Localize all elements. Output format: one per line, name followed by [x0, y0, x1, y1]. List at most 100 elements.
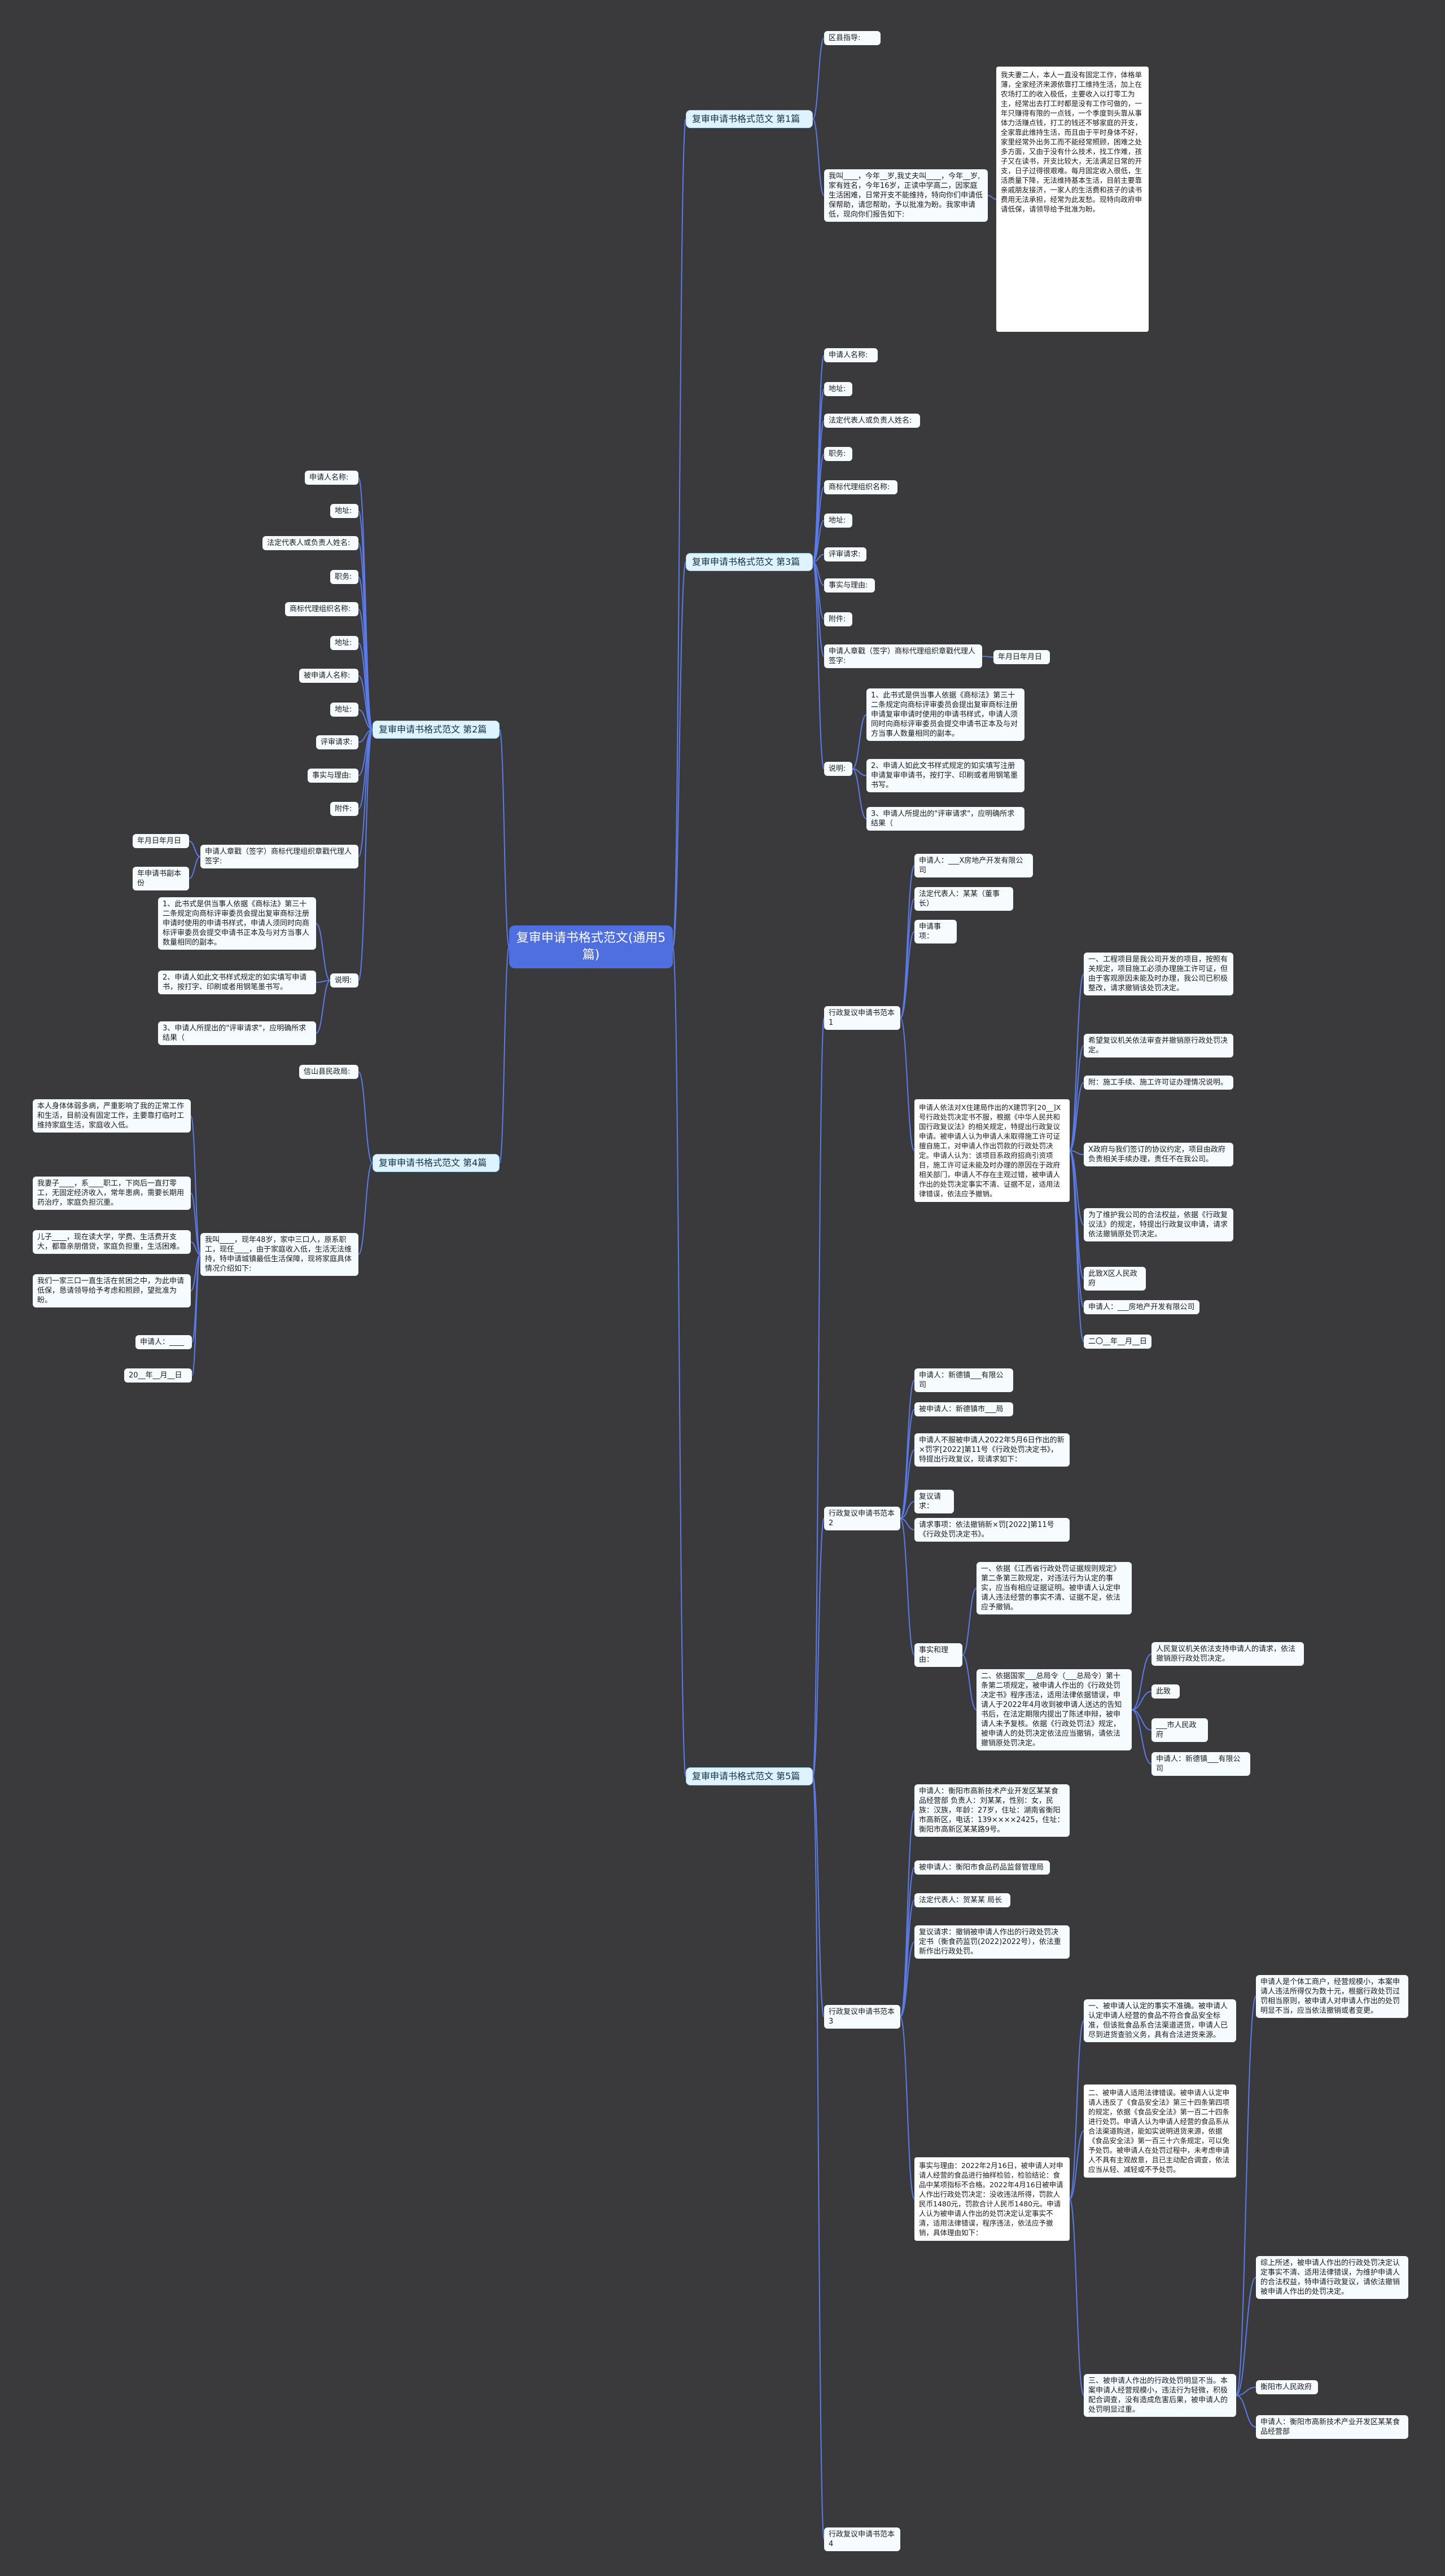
p3-note[interactable]: 3、申请人所提出的"评审请求"，应明确所求结果（: [866, 807, 1024, 831]
p3-item[interactable]: 申请人名称:: [824, 348, 878, 362]
d3-point-sub[interactable]: 综上所述，被申请人作出的行政处罚决定认定事实不清、适用法律错误，为维护申请人的合…: [1256, 2256, 1408, 2299]
branch-p1[interactable]: 复审申请书格式范文 第1篇: [686, 110, 813, 128]
p3-item[interactable]: 附件:: [824, 612, 852, 626]
d2-reason[interactable]: 二、依据国家___总局令（___总局令）第十条第二项规定，被申请人作出的《行政处…: [977, 1669, 1132, 1750]
p3-date[interactable]: 年月日年月日: [993, 650, 1050, 664]
d1-sign[interactable]: 申请人：___房地产开发有限公司: [1084, 1300, 1199, 1314]
d1-req-item[interactable]: 为了维护我公司的合法权益，依据《行政复议法》的规定，特提出行政复议申请，请求依法…: [1084, 1208, 1233, 1241]
p2-note[interactable]: 1、此书式是供当事人依据《商标法》第三十二条规定向商标评审委员会提出复审商标注册…: [158, 897, 316, 950]
p4-para[interactable]: 我们一家三口一直生活在贫困之中，为此申请低保，恳请领导给予考虑和照顾，望批准为盼…: [33, 1274, 191, 1307]
d3-point[interactable]: 三、被申请人作出的行政处罚明显不当。本案申请人经营规模小，违法行为轻微，积极配合…: [1084, 2374, 1236, 2417]
p2-item[interactable]: 地址:: [330, 636, 358, 650]
d3-point-sub[interactable]: 申请人是个体工商户，经营规模小，本案申请人违法所得仅为数十元，根据行政处罚过罚相…: [1256, 1975, 1408, 2018]
p4-intro[interactable]: 我叫____，现年48岁，家中三口人，原系职工，现任____，由于家庭收入低，生…: [200, 1233, 358, 1276]
p2-item[interactable]: 申请人名称:: [305, 471, 358, 485]
p3-item[interactable]: 评审请求:: [824, 547, 866, 561]
p3-note[interactable]: 2、申请人如此文书样式规定的如实填写注册申请复审申请书，按打字、印刷或者用钢笔墨…: [866, 759, 1024, 792]
d3-point[interactable]: 一、被申请人认定的事实不准确。被申请人认定申请人经营的食品不符合食品安全标准，但…: [1084, 1999, 1236, 2042]
p2-date[interactable]: 年月日年月日: [133, 834, 189, 848]
d2-title[interactable]: 行政复议申请书范本2: [824, 1507, 900, 1530]
d3-facts[interactable]: 事实与理由：2022年2月16日，被申请人对申请人经营的食品进行抽样检验，检验结…: [914, 2157, 1070, 2241]
connector-line: [900, 1380, 915, 1519]
connector-line: [900, 1518, 915, 1530]
connector-line: [900, 1449, 915, 1519]
d1-applicant[interactable]: 申请人：___X房地产开发有限公司: [914, 854, 1033, 877]
d3-req[interactable]: 复议请求：撤销被申请人作出的行政处罚决定书（衡食药监罚(2022)2022号），…: [914, 1925, 1070, 1959]
d2-sub[interactable]: 申请人：新德镇___有限公司: [1151, 1752, 1250, 1776]
connector-line: [812, 1776, 825, 2017]
p2-date[interactable]: 年申请书副本份: [133, 867, 189, 890]
d3-point[interactable]: 二、被申请人适用法律错误。被申请人认定申请人违反了《食品安全法》第三十四条第四项…: [1084, 2085, 1236, 2178]
d3-applicant[interactable]: 申请人：衡阳市高新技术产业开发区某某食品经营部 负责人：刘某某，性别：女，民族：…: [914, 1784, 1070, 1837]
connector-line: [1236, 2277, 1256, 2396]
p2-item[interactable]: 职务:: [330, 570, 358, 584]
p2-item[interactable]: 被申请人名称:: [299, 669, 358, 683]
connector-line: [812, 1776, 825, 2540]
connector-line: [358, 729, 373, 857]
branch-p2[interactable]: 复审申请书格式范文 第2篇: [373, 721, 500, 739]
p4-para[interactable]: 本人身体体弱多病，严重影响了我的正常工作和生活，目前没有固定工作，主要靠打临时工…: [33, 1099, 191, 1133]
d2-req[interactable]: 请求事项：依法撤销新×罚[2022]第11号《行政处罚决定书》。: [914, 1518, 1070, 1542]
d2-applicant[interactable]: 申请人：新德镇___有限公司: [914, 1368, 1013, 1392]
p2-note[interactable]: 3、申请人所提出的"评审请求"，应明确所求结果（: [158, 1021, 316, 1045]
d2-reason[interactable]: 一、依据《江西省行政处罚证据规则规定》第二条第三款规定，对违法行为认定的事实，应…: [977, 1562, 1132, 1614]
branch-p4[interactable]: 复审申请书格式范文 第4篇: [373, 1154, 500, 1172]
p4-para[interactable]: 我妻子____，系____职工，下岗后一直打零工，无固定经济收入，常年患病，需要…: [33, 1177, 191, 1210]
d3-rep[interactable]: 法定代表人：贺某某 局长: [914, 1893, 1010, 1907]
p3-item[interactable]: 地址:: [824, 382, 852, 396]
p2-item[interactable]: 法定代表人或负责人姓名:: [262, 536, 358, 550]
p3-item[interactable]: 法定代表人或负责人姓名:: [824, 414, 920, 428]
p3-item[interactable]: 职务:: [824, 447, 852, 461]
connector-line: [900, 931, 915, 1019]
p4-sign[interactable]: 申请人：____: [135, 1335, 192, 1349]
d1-title[interactable]: 行政复议申请书范本1: [824, 1006, 900, 1030]
d3-to[interactable]: 衡阳市人民政府: [1256, 2380, 1318, 2394]
p2-item[interactable]: 地址:: [330, 703, 358, 717]
p3-item[interactable]: 商标代理组织名称:: [824, 480, 897, 494]
d1-req-item[interactable]: 希望复议机关依法审查并撤销原行政处罚决定。: [1084, 1034, 1233, 1057]
root-topic[interactable]: 复审申请书格式范文(通用5篇): [509, 925, 673, 968]
d1-rep[interactable]: 法定代表人：某某（董事长）: [914, 887, 1013, 911]
p2-note-label[interactable]: 说明:: [330, 973, 358, 988]
p3-sign[interactable]: 申请人章戳（签字）商标代理组织章戳代理人签字:: [824, 644, 982, 668]
d2-ask[interactable]: 申请人不服被申请人2022年5月6日作出的新×罚字[2022]第11号《行政处罚…: [914, 1433, 1070, 1467]
d2-sub[interactable]: ___市人民政府: [1151, 1718, 1208, 1742]
d1-req-item[interactable]: 附：施工手续、施工许可证办理情况说明。: [1084, 1076, 1233, 1090]
p2-item[interactable]: 事实与理由:: [308, 769, 358, 783]
connector-line: [189, 840, 201, 857]
d2-respondent[interactable]: 被申请人：新德镇市___局: [914, 1402, 1013, 1416]
p3-note[interactable]: 1、此书式是供当事人依据《商标法》第三十二条规定向商标评审委员会提出复审商标注册…: [866, 688, 1024, 741]
p4-date[interactable]: 20__年__月__日: [124, 1368, 192, 1383]
p2-item[interactable]: 地址:: [330, 504, 358, 518]
p4-greeting[interactable]: 信山县民政局:: [299, 1065, 358, 1079]
p2-sign[interactable]: 申请人章戳（签字）商标代理组织章戳代理人签字:: [200, 845, 358, 868]
d1-facts[interactable]: 申请人依法对X住建局作出的X建罚字[20__]X号行政处罚决定书不服，根据《中华…: [914, 1099, 1070, 1202]
p3-item[interactable]: 事实与理由:: [824, 578, 875, 593]
d3-title[interactable]: 行政复议申请书范本3: [824, 2005, 900, 2029]
d1-req-item[interactable]: X政府与我们签订的协议约定，项目由政府负责相关手续办理，责任不在我公司。: [1084, 1143, 1233, 1166]
branch-p5[interactable]: 复审申请书格式范文 第5篇: [686, 1767, 813, 1785]
d2-req-label[interactable]: 复议请求：: [914, 1490, 954, 1513]
p4-para[interactable]: 儿子____，现在读大学，学费、生活费开支大，都靠亲朋借贷，家庭负担重，生活困难…: [33, 1230, 191, 1254]
d1-req[interactable]: 申请事项：: [914, 920, 957, 943]
connector-line: [499, 946, 510, 1164]
d1-to[interactable]: 此致X区人民政府: [1084, 1267, 1146, 1291]
d2-sub[interactable]: 此致: [1151, 1684, 1180, 1699]
p3-item[interactable]: 地址:: [824, 514, 852, 528]
p1-intro[interactable]: 我叫____，今年__岁,我丈夫叫____，今年__岁,家有姓名，今年16岁，正…: [824, 169, 988, 222]
d3-respondent[interactable]: 被申请人：衡阳市食品药品监督管理局: [914, 1860, 1050, 1875]
p2-item[interactable]: 评审请求:: [316, 735, 358, 749]
d3-sign[interactable]: 申请人：衡阳市高新技术产业开发区某某食品经营部: [1256, 2415, 1408, 2439]
d4-title[interactable]: 行政复议申请书范本4: [824, 2527, 900, 2551]
p2-item[interactable]: 附件:: [330, 802, 358, 816]
d2-reason-label[interactable]: 事实和理由：: [914, 1643, 962, 1667]
d1-req-item[interactable]: 一、工程项目是我公司开发的项目，按照有关规定，项目施工必须办理施工许可证，但由于…: [1084, 953, 1233, 995]
branch-p3[interactable]: 复审申请书格式范文 第3篇: [686, 553, 813, 571]
p3-note-label[interactable]: 说明:: [824, 762, 852, 776]
d1-date[interactable]: 二〇__年__月__日: [1084, 1335, 1151, 1349]
p2-item[interactable]: 商标代理组织名称:: [285, 602, 358, 616]
d2-sub[interactable]: 人民复议机关依法支持申请人的请求，依法撤销原行政处罚决定。: [1151, 1642, 1304, 1666]
p2-note[interactable]: 2、申请人如此文书样式规定的如实填写申请书，按打字、印刷或者用钢笔墨书写。: [158, 971, 316, 994]
p1-greeting[interactable]: 区县指导:: [824, 31, 881, 45]
p1-body[interactable]: 我夫妻二人，本人一直没有固定工作，体格单薄，全家经济来源依靠打工维持生活，加上在…: [996, 67, 1149, 332]
